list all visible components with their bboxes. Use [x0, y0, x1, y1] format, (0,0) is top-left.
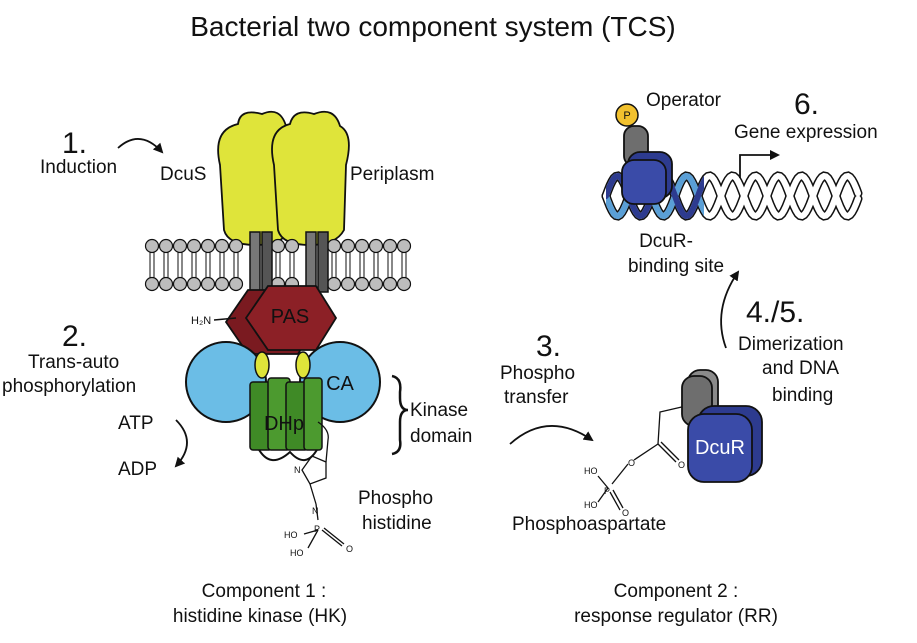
component-2-label-2: response regulator (RR): [574, 606, 778, 627]
asp-o-bottom: O: [622, 508, 629, 518]
phospho-transfer-label-1: Phospho: [500, 363, 575, 384]
kinase-domain-label-2: domain: [410, 426, 472, 447]
dimerization-label-2: and DNA: [762, 358, 839, 379]
step-45-number: 4./5.: [746, 296, 804, 329]
phospho-transfer-label-2: transfer: [504, 387, 569, 408]
periplasm-label: Periplasm: [350, 164, 434, 185]
phospho-histidine-label-1: Phospho: [358, 488, 433, 509]
asp-p: P: [604, 486, 610, 496]
gene-expression-arrow: [739, 150, 780, 178]
step-6-number: 6.: [794, 88, 819, 121]
lipid-bilayer-membrane: [144, 238, 412, 292]
asp-o-double: O: [678, 460, 685, 470]
dcur-dimer-on-dna: [615, 103, 673, 205]
dcur-binding-site-label-2: binding site: [628, 256, 724, 277]
step-2-number: 2.: [62, 320, 87, 353]
phosphohistidine-structure: [301, 421, 345, 549]
dimerization-label-1: Dimerization: [738, 334, 844, 355]
transmembrane-helices: [249, 231, 329, 293]
histidine-n-top: N: [294, 465, 301, 475]
ca-label: CA: [326, 373, 354, 395]
kinase-domain-label-1: Kinase: [410, 400, 468, 421]
dhp-label: DHp: [264, 413, 304, 435]
dhp-domain: [249, 377, 323, 461]
dcus-label: DcuS: [160, 164, 206, 185]
operator-phosphate-label: P: [623, 110, 630, 122]
step-3-number: 3.: [536, 330, 561, 363]
adp-label: ADP: [118, 459, 157, 480]
dcur-label: DcuR: [695, 437, 745, 459]
atp-adp-arrow: [174, 419, 188, 468]
asp-ho-1: HO: [584, 466, 598, 476]
step-1-number: 1.: [62, 127, 87, 160]
trans-auto-label-1: Trans-auto: [28, 352, 119, 373]
linker-right: [295, 351, 311, 379]
phosphoaspartate-label: Phosphoaspartate: [512, 514, 666, 535]
component-1-label-1: Component 1 :: [202, 581, 327, 602]
histidine-ho-2: HO: [290, 548, 304, 558]
dcus-sensor-domain: [217, 110, 350, 246]
dcur-monomer: [681, 369, 763, 483]
phospho-histidine-label-2: histidine: [362, 513, 432, 534]
histidine-n-bottom: N: [312, 506, 319, 516]
phospho-transfer-arrow: [509, 425, 594, 445]
dimerization-arrow: [720, 270, 740, 349]
histidine-ho-1: HO: [284, 530, 298, 540]
dimerization-label-3: binding: [772, 385, 833, 406]
dcur-binding-site-label-1: DcuR-: [639, 231, 693, 252]
component-2-label-1: Component 2 :: [614, 581, 739, 602]
kinase-domain-bracket: [391, 374, 409, 456]
pas-domain: [224, 285, 338, 355]
asp-ho-2: HO: [584, 500, 598, 510]
n-terminus-line: [213, 317, 237, 321]
induction-arrow: [117, 138, 164, 154]
asp-o: O: [628, 458, 635, 468]
operator-label: Operator: [646, 90, 722, 111]
trans-auto-label-2: phosphorylation: [2, 376, 136, 397]
atp-label: ATP: [118, 413, 154, 434]
pas-label: PAS: [271, 306, 310, 328]
component-1-label-2: histidine kinase (HK): [173, 606, 347, 627]
induction-label: Induction: [40, 157, 117, 178]
page-title: Bacterial two component system (TCS): [190, 11, 676, 42]
linker-left: [254, 351, 270, 379]
phosphoaspartate-structure: [597, 405, 687, 511]
histidine-o: O: [346, 544, 353, 554]
n-terminus-label: H₂N: [191, 315, 211, 327]
gene-expression-label: Gene expression: [734, 122, 878, 143]
histidine-p: P: [314, 524, 320, 534]
